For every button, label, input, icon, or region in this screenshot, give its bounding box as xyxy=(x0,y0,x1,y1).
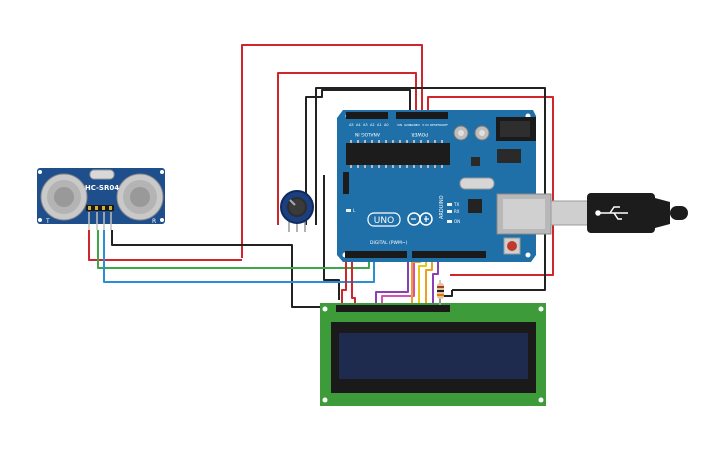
svg-text:5V: 5V xyxy=(416,123,421,127)
wire-red-top[interactable] xyxy=(241,44,423,258)
transducer-right xyxy=(116,173,164,221)
wire-red-lcd-2[interactable] xyxy=(351,250,356,305)
wires xyxy=(88,44,554,308)
reset-button[interactable] xyxy=(503,237,521,255)
svg-text:A2: A2 xyxy=(370,123,375,127)
power-jack[interactable] xyxy=(496,117,536,141)
wire-blue-echo[interactable] xyxy=(103,230,375,283)
arduino-logo: UNO ARDUINO xyxy=(367,195,445,227)
sensor-hole xyxy=(38,218,42,222)
led-tx-label: TX xyxy=(453,202,459,207)
status-leds: L TX RX ON xyxy=(346,202,460,224)
sensor-r-mark: R xyxy=(152,218,156,225)
svg-text:A3: A3 xyxy=(363,123,368,127)
wire-black-mid[interactable] xyxy=(315,87,546,291)
analog-in-label: ANALOG IN xyxy=(355,131,380,137)
led-l-label: L xyxy=(353,208,356,213)
wire-red-right[interactable] xyxy=(427,96,554,276)
arduino-brand-label: ARDUINO xyxy=(439,195,445,219)
analog-pin-labels: A5 A4 A3 A2 A1 A0 xyxy=(349,123,389,127)
arduino-uno[interactable]: ANALOG IN POWER A5 A4 A3 A2 A1 A0 VIN GN… xyxy=(337,110,552,262)
sensor-hole xyxy=(160,170,164,174)
wire-black-bottom[interactable] xyxy=(111,230,339,308)
sensor-pin-header[interactable] xyxy=(86,205,114,230)
usb-cable[interactable] xyxy=(550,193,688,233)
wire-black-left[interactable] xyxy=(305,89,411,225)
wire-black-gnd[interactable] xyxy=(323,175,340,300)
digital-header[interactable] xyxy=(345,251,486,258)
svg-text:RESET: RESET xyxy=(430,123,440,127)
microcontroller-chip xyxy=(346,140,450,168)
svg-text:GND: GND xyxy=(404,123,412,127)
wire-red-second[interactable] xyxy=(277,72,417,225)
ultrasonic-sensor[interactable]: HC-SR04 T R xyxy=(37,168,165,230)
svg-text:GND: GND xyxy=(410,123,418,127)
sensor-hole xyxy=(38,170,42,174)
sensor-crystal xyxy=(89,169,115,180)
potentiometer[interactable] xyxy=(280,190,314,232)
svg-text:A1: A1 xyxy=(377,123,382,127)
svg-text:A5: A5 xyxy=(349,123,354,127)
svg-text:IOREF: IOREF xyxy=(439,123,448,127)
led-on-label: ON xyxy=(454,219,460,224)
svg-text:3.3V: 3.3V xyxy=(422,123,430,127)
sensor-model-label: HC-SR04 xyxy=(85,184,119,192)
sensor-hole xyxy=(160,218,164,222)
capacitors xyxy=(453,125,490,141)
potentiometer-knob-indicator xyxy=(289,199,296,206)
svg-text:A0: A0 xyxy=(384,123,389,127)
infinity-icon xyxy=(407,212,433,226)
power-header[interactable] xyxy=(396,112,448,119)
usb-icon xyxy=(595,206,628,220)
wire-red-lcd-1[interactable] xyxy=(341,250,347,305)
wire-green-trig[interactable] xyxy=(97,230,370,269)
analog-header[interactable] xyxy=(346,112,388,119)
transducer-left xyxy=(40,173,88,221)
wire-red-sensor-vcc[interactable] xyxy=(88,230,242,261)
led-rx-label: RX xyxy=(454,209,460,214)
lcd-screen xyxy=(339,333,528,379)
uno-badge xyxy=(367,212,401,227)
voltage-regulator xyxy=(497,149,521,163)
lcd-display[interactable] xyxy=(320,280,546,406)
power-pin-labels: VIN GND GND 5V 3.3V RESET IOREF xyxy=(397,123,448,127)
power-label: POWER xyxy=(411,131,428,137)
wire-purple-lcd[interactable] xyxy=(375,250,409,305)
svg-text:VIN: VIN xyxy=(397,123,402,127)
sensor-t-mark: T xyxy=(45,218,50,225)
uno-label: UNO xyxy=(374,216,394,226)
usb-port[interactable] xyxy=(496,193,552,235)
lcd-pin-header[interactable] xyxy=(336,305,450,312)
resistor[interactable] xyxy=(437,280,444,305)
wire-pink-lcd[interactable] xyxy=(381,250,415,305)
digital-label: DIGITAL (PWM~) xyxy=(370,240,408,246)
svg-text:A4: A4 xyxy=(356,123,361,127)
crystal-oscillator xyxy=(459,177,495,190)
